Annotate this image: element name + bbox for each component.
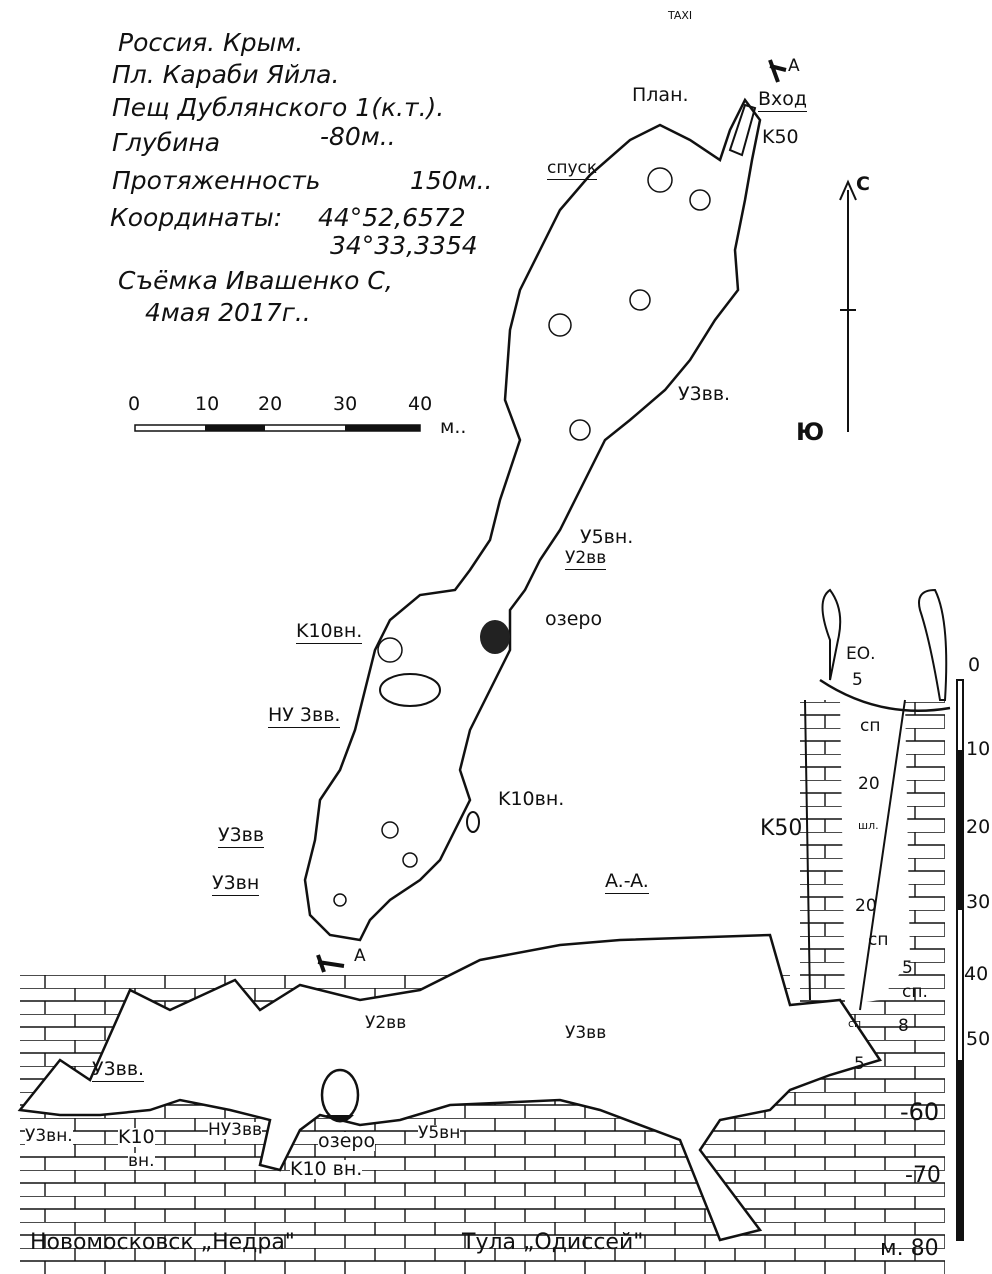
header-surveyor: Съёмка Ивашенко С,: [118, 266, 393, 295]
compass-south: Ю: [796, 418, 825, 446]
north-arrow: [839, 179, 857, 432]
pit-label: 5: [852, 670, 863, 690]
pit-label: сп.: [902, 982, 928, 1002]
profile-label: НУ3вв: [208, 1120, 262, 1140]
depth-tick: -70: [905, 1163, 941, 1188]
plan-label: озеро: [545, 608, 603, 630]
footer-club-left: Новомосковск „Недра": [30, 1230, 295, 1255]
depth-tick: 10: [966, 738, 991, 760]
pit-k10-plan: [466, 811, 480, 833]
scale-tick: 40: [408, 393, 433, 415]
depth-tick: м. 80: [880, 1236, 939, 1261]
plan-label: У3вв: [218, 824, 265, 848]
header-depth-label: Глубина: [112, 128, 221, 157]
pit-label: 5: [902, 958, 913, 978]
depth-tick: 40: [964, 963, 989, 985]
plan-title: План.: [632, 84, 689, 106]
depth-tick: -60: [900, 1098, 940, 1126]
plan-label: У3вв.: [678, 383, 731, 405]
plan-feature: [379, 673, 441, 707]
header-depth-value: -80м..: [320, 122, 396, 151]
pit-label: сп: [860, 716, 881, 736]
depth-tick: 20: [966, 816, 991, 838]
profile-label: вн.: [128, 1151, 155, 1171]
profile-label: У3вв.: [92, 1058, 145, 1082]
pit-label: 20: [855, 896, 877, 916]
depth-tick: 50: [966, 1028, 991, 1050]
entrance-pit-walls: [804, 699, 906, 1011]
plan-label: спуск: [547, 158, 598, 180]
plan-label: K10вн.: [498, 788, 565, 810]
tree-icon: [821, 588, 948, 701]
profile-title: A.-A.: [605, 870, 649, 894]
pit-label: сп: [868, 930, 889, 950]
depth-scale-bar: [956, 679, 964, 1241]
profile-label: У2вв: [365, 1013, 407, 1033]
pit-label: 20: [858, 774, 880, 794]
section-mark-top: A: [788, 56, 800, 76]
scale-bar: [134, 424, 421, 432]
section-mark-bottom: A: [354, 946, 366, 966]
profile-label: озеро: [318, 1130, 376, 1152]
pit-label: 5: [854, 1054, 865, 1074]
header-line-region: Россия. Крым.: [118, 28, 304, 57]
lake-profile: [320, 1068, 360, 1122]
plan-label: K10вн.: [296, 620, 363, 644]
profile-label: У3вн.: [25, 1126, 73, 1146]
plan-label: У2вв: [565, 548, 607, 570]
entrance-shaft: [728, 103, 757, 157]
entrance-pit-label: K50: [762, 126, 799, 148]
header-length-value: 150м..: [410, 166, 493, 195]
plan-label: У3вн: [212, 872, 260, 896]
section-marker-top: [768, 59, 787, 83]
entrance-label: Вход: [758, 88, 808, 112]
scale-unit: м..: [440, 416, 467, 438]
profile-label: K10: [118, 1126, 155, 1148]
scale-tick: 20: [258, 393, 283, 415]
lake-plan: [480, 620, 510, 654]
header-line-plateau: Пл. Караби Яйла.: [112, 60, 340, 89]
profile-label: У3вв: [565, 1023, 607, 1043]
taxi-text: TAXI: [668, 9, 693, 22]
surface-line: [819, 678, 951, 712]
depth-tick: 0: [968, 654, 981, 676]
header-coord-lat: 44°52,6572: [318, 203, 466, 232]
header-coords-label: Координаты:: [110, 203, 283, 232]
scale-tick: 10: [195, 393, 220, 415]
pit-label: ЕО.: [846, 644, 876, 664]
pit-label: шл.: [858, 819, 879, 832]
section-marker-bottom: [316, 954, 345, 973]
header-length-label: Протяженность: [112, 166, 321, 195]
profile-label: K10 вн.: [290, 1158, 363, 1180]
plan-formations: [333, 167, 711, 907]
depth-tick: 30: [966, 891, 991, 913]
pit-label: сп: [848, 1017, 862, 1030]
scale-tick: 0: [128, 393, 141, 415]
profile-cave-outline: [17, 933, 882, 1242]
plan-label: У5вн.: [580, 526, 634, 548]
cave-plan-outline: [303, 97, 762, 942]
header-coord-lon: 34°33,3354: [330, 231, 478, 260]
header-date: 4мая 2017г..: [145, 298, 311, 327]
scale-tick: 30: [333, 393, 358, 415]
plan-label: НУ 3вв.: [268, 704, 341, 728]
footer-club-right: Тула „Одиссей": [462, 1230, 644, 1255]
lake-water: [326, 1115, 354, 1123]
header-line-cave-name: Пещ Дублянского 1(к.т.).: [112, 93, 445, 122]
pit-label: 8: [898, 1016, 909, 1036]
pit-label: K50: [760, 816, 803, 841]
profile-label: У5вн: [418, 1123, 461, 1143]
compass-north: С: [856, 173, 870, 195]
